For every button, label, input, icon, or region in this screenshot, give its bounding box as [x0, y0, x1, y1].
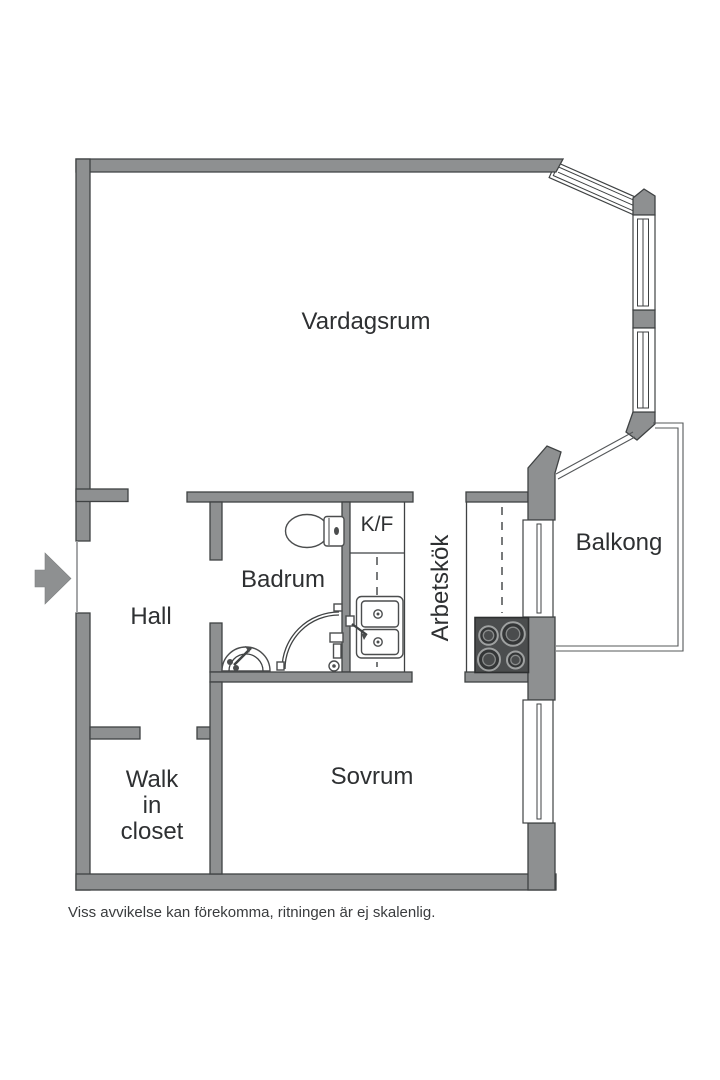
walk-in-closet-line-1: Walk	[125, 766, 179, 793]
middle-bottom-wall	[209, 671, 413, 683]
room-label-badrum: Badrum	[240, 566, 326, 593]
kitchen-sink	[345, 595, 404, 659]
balcony-west-wall-mid	[527, 616, 556, 701]
entrance-arrow-icon	[34, 552, 72, 605]
bottom-wall	[75, 873, 557, 891]
kitchen-top-wall	[465, 491, 529, 503]
room-label-vardagsrum: Vardagsrum	[301, 308, 431, 335]
balcony-west-wall-upper	[527, 445, 562, 521]
sovrum-window	[522, 699, 554, 824]
corner-sink	[221, 646, 271, 672]
kitchen-counters	[350, 502, 503, 672]
balcony-door-window	[522, 519, 554, 618]
balcony-west-wall-lower	[527, 822, 556, 891]
room-label-walk-in-closet: Walk in closet	[121, 767, 184, 845]
sovrum-left-wall	[209, 681, 223, 875]
stove	[474, 616, 530, 674]
east-wall-connector	[632, 309, 656, 329]
badrum-left-wall-lower	[209, 622, 223, 673]
kitchen-bottom-wall	[464, 671, 529, 683]
toilet	[284, 513, 345, 549]
shower	[276, 603, 344, 672]
walls	[75, 158, 656, 891]
room-label-arbetskok: Arbetskök	[427, 534, 454, 642]
room-label-balkong: Balkong	[575, 529, 663, 556]
east-window-1	[632, 214, 656, 311]
room-label-kf: K/F	[360, 513, 394, 536]
disclaimer-text: Viss avvikelse kan förekomma, ritningen …	[68, 904, 436, 921]
left-wall-lower	[75, 612, 91, 891]
closet-door-wall	[89, 726, 141, 740]
top-wall	[75, 158, 565, 173]
left-wall-upper	[75, 158, 91, 542]
walk-in-closet-line-2: in	[142, 792, 162, 819]
middle-top-wall	[186, 491, 414, 503]
bay-window-diagonal	[548, 161, 645, 218]
east-wall-bottom-block	[625, 411, 656, 441]
hall-top-stub-wall	[75, 488, 129, 503]
badrum-left-wall-upper	[209, 501, 223, 561]
room-label-sovrum: Sovrum	[330, 763, 414, 790]
ne-corner-wall	[632, 188, 656, 216]
walk-in-closet-line-3: closet	[120, 818, 184, 845]
east-window-2	[632, 327, 656, 413]
balcony-outline	[555, 422, 684, 652]
windows	[522, 214, 656, 824]
room-label-hall: Hall	[130, 603, 172, 630]
